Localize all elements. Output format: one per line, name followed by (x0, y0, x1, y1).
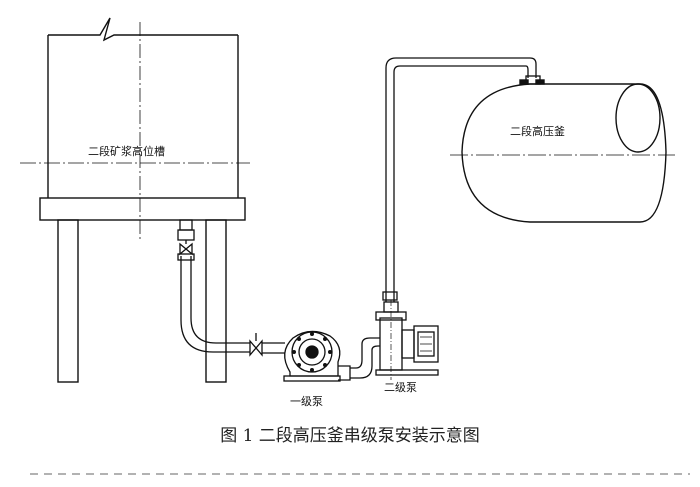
riser-pipe (382, 57, 541, 302)
autoclave (450, 79, 675, 223)
pump-1-label: 一级泵 (290, 395, 323, 408)
pump-1 (283, 330, 351, 382)
figure-caption: 图 1 二段高压釜串级泵安装示意图 (220, 426, 480, 446)
tank-outlet-pipe (177, 219, 285, 357)
pump-2-label: 二级泵 (384, 381, 417, 394)
interstage-pipe (350, 337, 380, 379)
autoclave-label: 二段高压釜 (510, 124, 565, 138)
tank-label: 二段矿浆高位槽 (88, 144, 165, 158)
pump-2 (375, 300, 439, 380)
head-tank (20, 17, 250, 383)
